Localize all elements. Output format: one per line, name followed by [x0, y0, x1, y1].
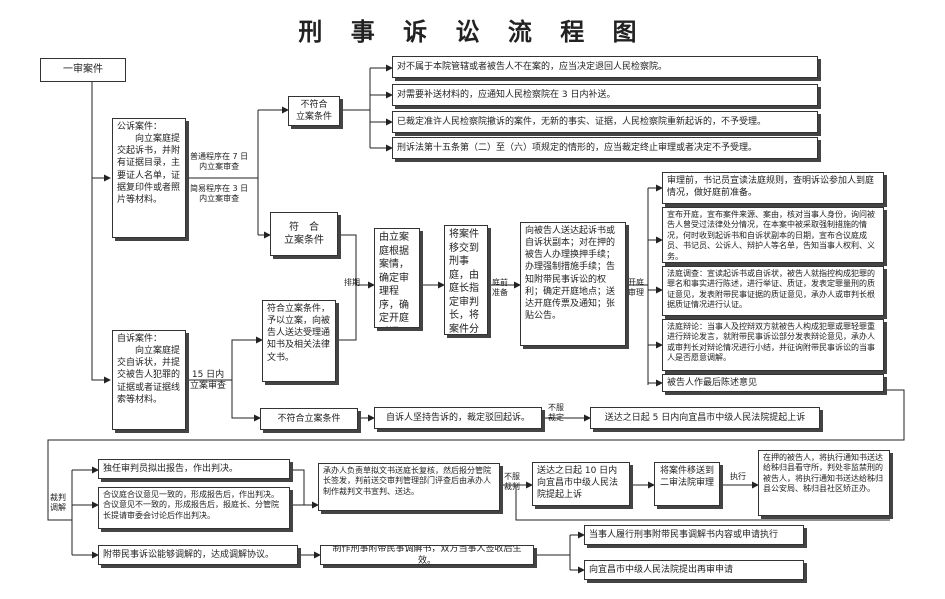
private-not-qualified-box: 不符合立案条件 [260, 408, 358, 430]
filing-box: 由立案庭根据案情，确定审理程序，确定开庭时间。 [374, 228, 420, 328]
public-prosecution-case: 公诉案件： 向立案庭提交起诉书，并附有证据目录，主要证人名单，证据复印件或者照片… [112, 118, 186, 238]
simple-procedure-label: 简易程序在 3 日 内立案审查 [190, 184, 249, 203]
verdict-mediation-label: 裁判 调解 [50, 493, 66, 512]
schedule-label: 排期 [344, 278, 360, 287]
transfer-box: 将案件移交到刑事庭，由庭长指定审判长，将案件分配到承办人。 [444, 225, 488, 335]
fifteen-days-label: 15 日内 立案审查 [190, 370, 227, 391]
verdict-2-box: 合议庭合议意见一致的，形成报告后，作出判决。合议意见不一致的，形成报告后，报庭长… [98, 487, 290, 529]
ordinary-procedure-label: 普通程序在 7 日 内立案审查 [190, 152, 249, 171]
trial-stage-4: 法庭辩论：当事人及控辩双方就被告人构成犯罪或罪轻罪重进行辩论发言，就附带民事诉讼… [662, 319, 884, 371]
execution-box: 在押的被告人，将执行通知书送达给秭归县看守所，判处非监禁刑的被告人，将执行通知书… [758, 450, 890, 516]
not-qualified-box: 不符合 立案条件 [288, 96, 340, 126]
trial-stage-3: 法庭调查：宣读起诉书或自诉状，被告人就指控构成犯罪的罪名和事实进行陈述，进行举证… [662, 266, 884, 316]
second-instance-box: 将案件移送到二审法院审理 [654, 462, 720, 506]
persuade-box: 自诉人坚持告诉的，裁定驳回起诉。 [374, 407, 542, 429]
trial-stage-5: 被告人作最后陈述意见 [662, 374, 884, 392]
reason-3: 已裁定准许人民检察院撤诉的案件，无新的事实、证据，人民检察院重新起诉的，不予受理… [392, 111, 818, 133]
retrial-application-box: 向宜昌市中级人民法院提出再审申请 [584, 560, 804, 580]
private-qualified-box: 符合立案条件，予以立案，向被告人送达受理通知书及相关法律文书。 [262, 300, 336, 382]
execute-label: 执行 [730, 472, 746, 481]
appeal-10-days-box: 送达之日起 10 日内向宜昌市中级人民法院提起上诉 [532, 462, 630, 506]
private-prosecution-case: 自诉案件： 向立案庭提交自诉状，并提交被告人犯罪的证据或者证据线索等材料。 [112, 330, 186, 430]
reason-4: 刑诉法第十五条第（二）至（六）项规定的情形的，应当裁定终止审理或者决定不予受理。 [392, 137, 818, 159]
dissatisfied-ruling-label: 不服 裁定 [548, 403, 564, 422]
mediation-box: 附带民事诉讼能够调解的，达成调解协议。 [98, 545, 298, 565]
perform-or-execute-box: 当事人履行刑事附带民事调解书内容或申请执行 [584, 525, 804, 545]
dissatisfied-verdict-label: 不服 裁判 [504, 472, 520, 491]
page-title: 刑 事 诉 讼 流 程 图 [298, 18, 647, 46]
trial-stage-1: 审理前，书记员宣读法庭规则，查明诉讼参加人到庭情况，做好庭前准备。 [662, 172, 884, 204]
trial-stage-2: 宣布开庭，宣布案件来源、案由，核对当事人身份，询问被告人曾受过法律处分情况，在本… [662, 207, 884, 263]
open-trial-label: 开庭 审理 [628, 278, 644, 297]
verdict-1-box: 独任审判员拟出报告，作出判决。 [98, 459, 290, 479]
mediation-document-box: 制作刑事附带民事调解书，双方当事人签收后生效。 [320, 545, 534, 565]
appeal-5-days-box: 送达之日起 5 日内向宜昌市中级人民法院提起上诉 [590, 407, 820, 429]
qualified-box: 符 合 立案条件 [270, 212, 338, 256]
first-instance-case: 一审案件 [40, 58, 126, 82]
reason-1: 对不属于本院管辖或者被告人不在案的，应当决定退回人民检察院。 [392, 56, 818, 78]
serve-documents-box: 向被告人送达起诉书或自诉状副本；对在押的被告人办理换押手续；办理强制措施手续；告… [520, 222, 626, 346]
reason-2: 对需要补送材料的，应通知人民检察院在 3 日内补送。 [392, 84, 818, 106]
pre-trial-label: 庭前 准备 [492, 278, 508, 297]
document-drafting-box: 承办人负责草拟文书送庭长复核，然后报分管院长签发，判前送交审判管理部门评查后由承… [318, 463, 500, 511]
